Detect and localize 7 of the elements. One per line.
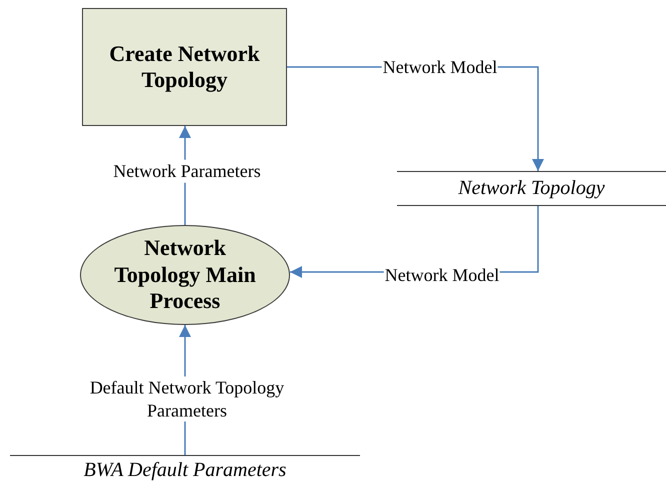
node-label: BWA Default Parameters	[84, 459, 286, 482]
data-store	[397, 171, 666, 206]
process-box	[82, 8, 287, 126]
node-label: Create Network Topology	[108, 40, 261, 94]
node-label: Network Topology	[458, 177, 605, 200]
edge-label: Network Parameters	[112, 160, 262, 182]
node-label: Network Topology Main Process	[113, 235, 257, 315]
